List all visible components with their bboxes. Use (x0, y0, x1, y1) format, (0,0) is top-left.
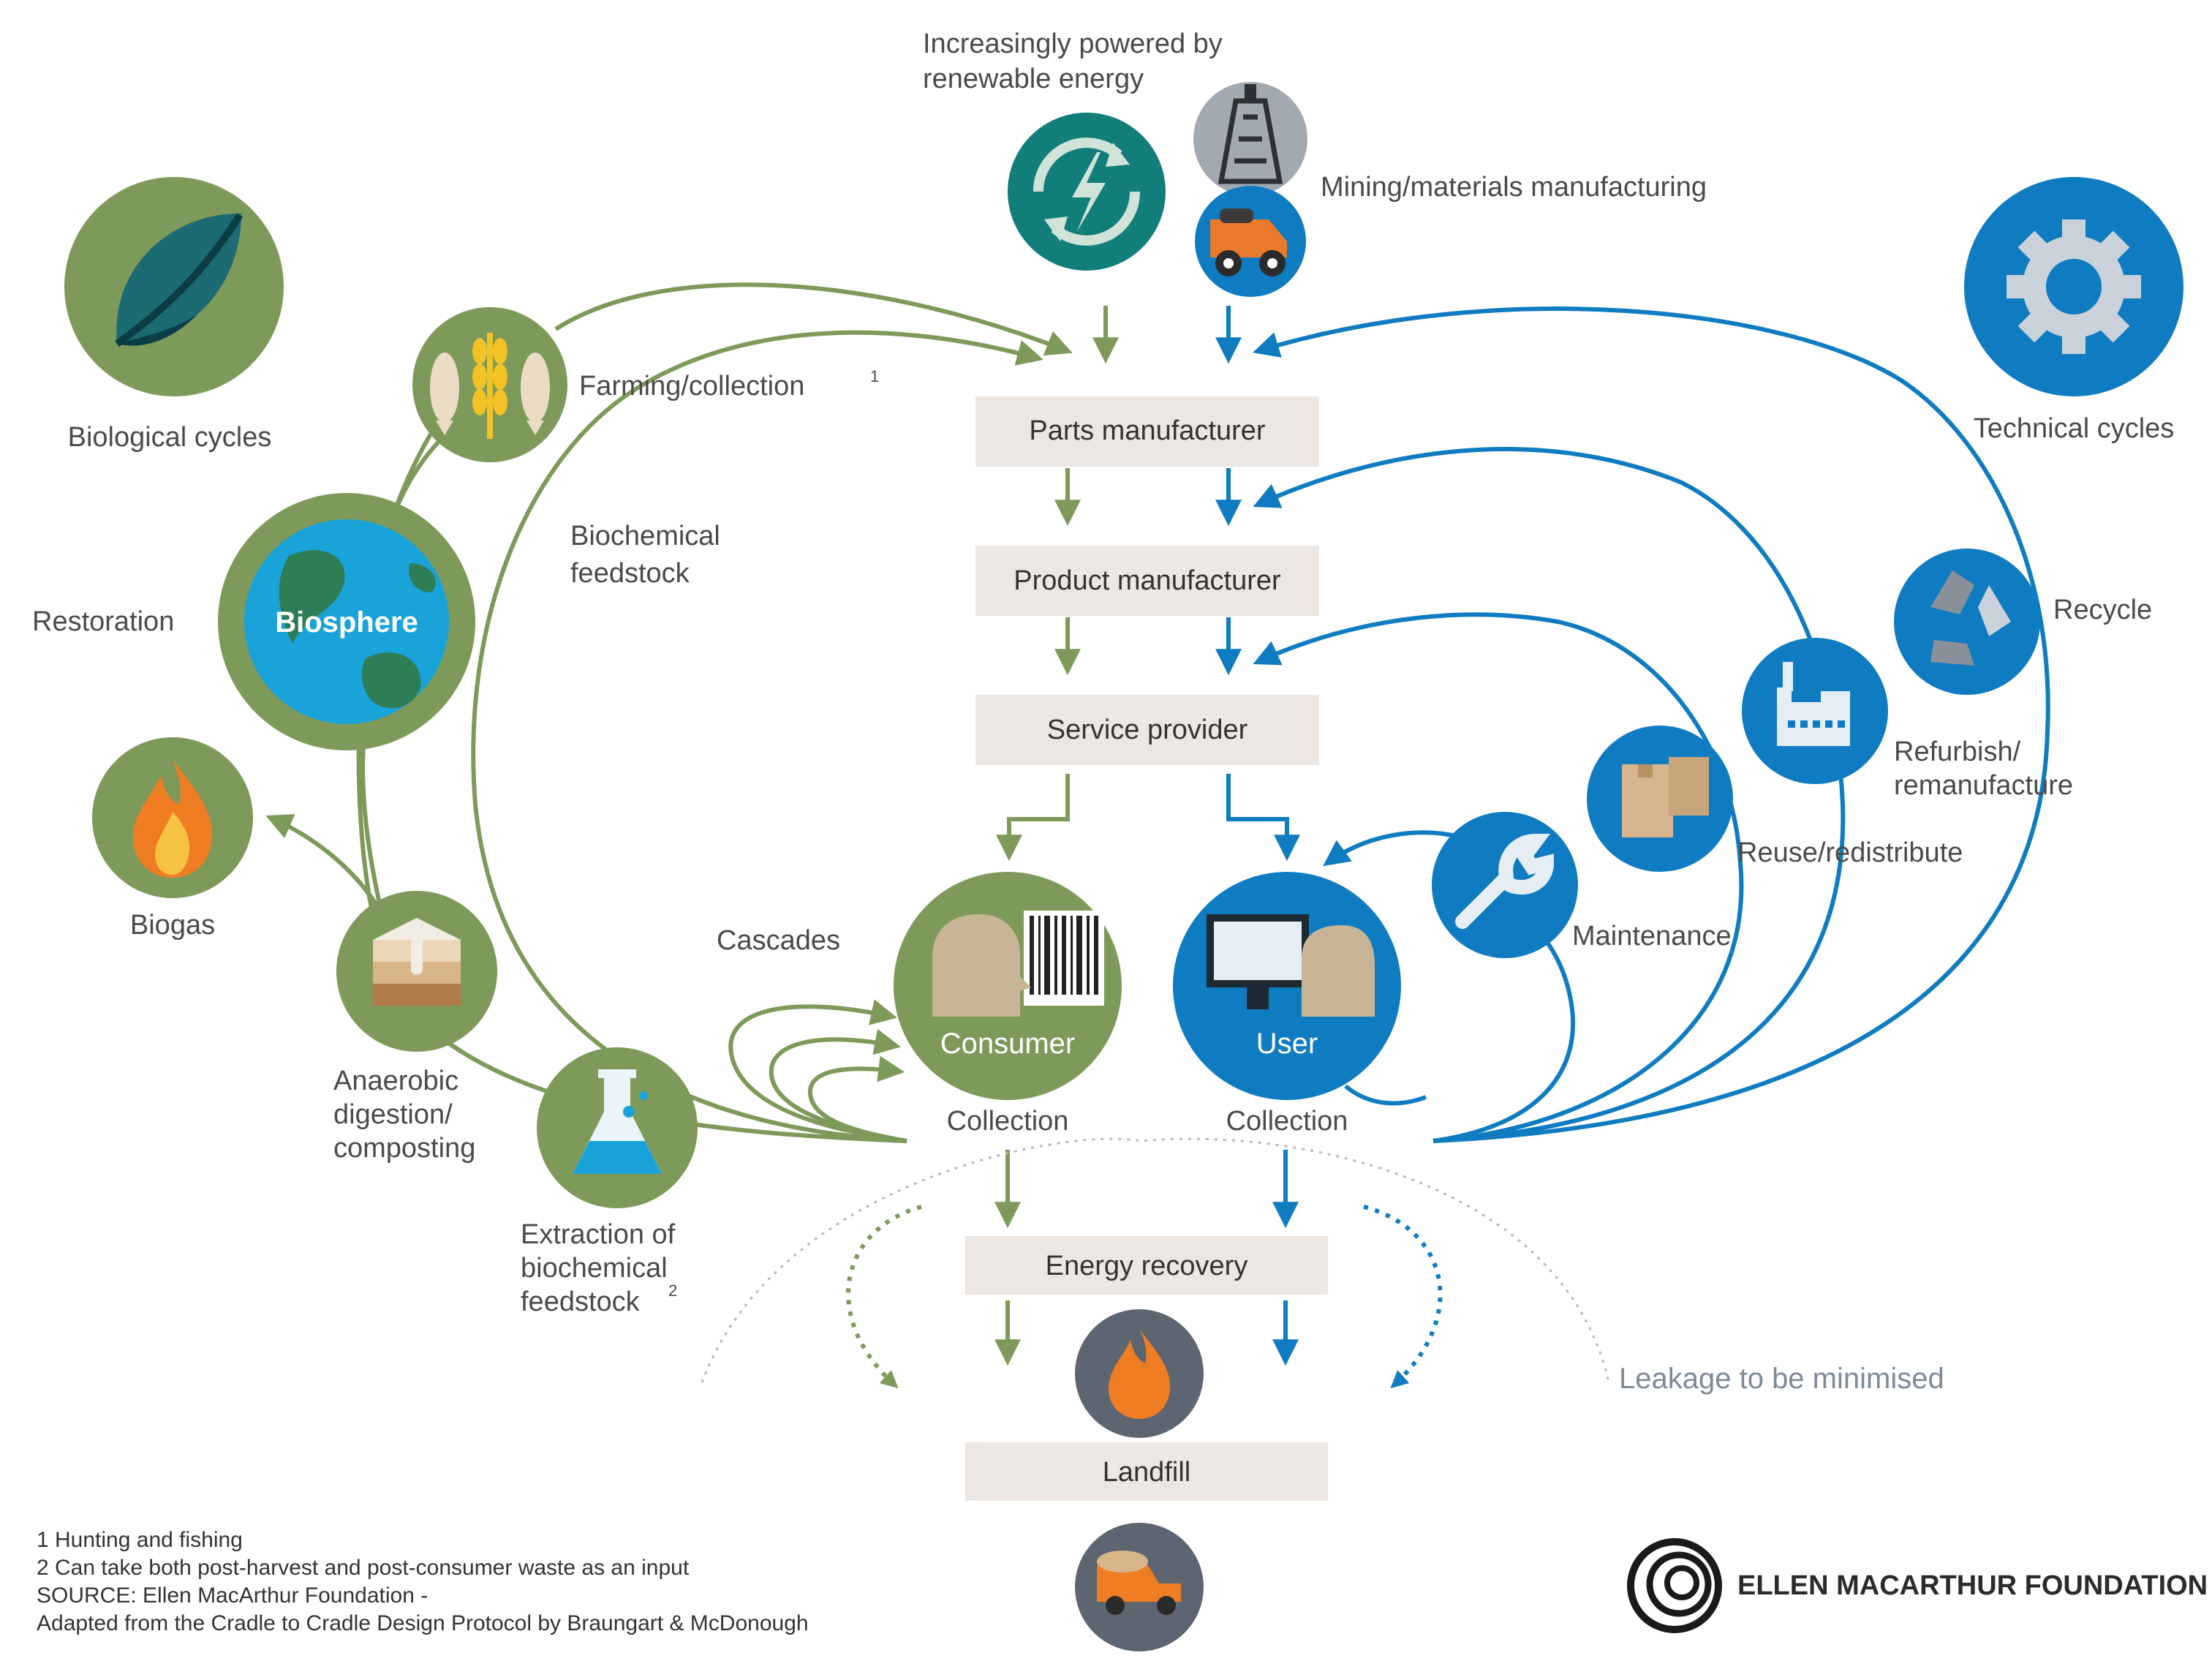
biosphere-label: Biosphere (275, 606, 418, 639)
compost-icon (336, 891, 497, 1052)
biochemical-line1: Biochemical (570, 521, 720, 551)
footnote-adapted: Adapted from the Cradle to Cradle Design… (37, 1611, 809, 1635)
renewable-energy-icon (1008, 113, 1166, 271)
renewable-line2: renewable energy (923, 64, 1144, 94)
dump-truck-icon (1075, 1523, 1204, 1651)
footnote-source: SOURCE: Ellen MacArthur Foundation - (37, 1583, 428, 1608)
emf-logo-text: ELLEN MACARTHUR FOUNDATION (1737, 1570, 2208, 1601)
mining-label: Mining/materials manufacturing (1321, 172, 1707, 203)
restoration-label: Restoration (32, 606, 174, 637)
recycle-icon (1894, 549, 2040, 695)
extraction-line3: feedstock (521, 1287, 641, 1317)
leakage-label: Leakage to be minimised (1619, 1363, 1944, 1395)
technical-cycles-label: Technical cycles (1974, 413, 2175, 444)
flask-icon (537, 1047, 698, 1208)
footnote-2: 2 Can take both post-harvest and post-co… (37, 1556, 690, 1580)
energy-recovery-label: Energy recovery (1046, 1251, 1248, 1281)
consumer-label: Consumer (940, 1028, 1076, 1060)
globe-icon (218, 493, 475, 750)
emf-logo-icon (1627, 1538, 1722, 1633)
extraction-line1: Extraction of (521, 1219, 676, 1250)
product-manufacturer-label: Product manufacturer (1013, 565, 1281, 596)
landfill-box: Landfill (965, 1442, 1328, 1501)
computer-user-icon (1173, 872, 1401, 1100)
extraction-footnote-mark: 2 (668, 1281, 677, 1300)
biogas-label: Biogas (130, 910, 215, 941)
anaerobic-line1: Anaerobic (333, 1066, 458, 1096)
maintenance-label: Maintenance (1572, 921, 1732, 952)
service-provider-box: Service provider (975, 695, 1319, 765)
leaf-icon (64, 177, 284, 396)
biological-cycles-label: Biological cycles (68, 422, 272, 453)
wrench-icon (1432, 812, 1578, 958)
gear-icon (1964, 177, 2183, 396)
renewable-line1: Increasingly powered by (923, 29, 1223, 59)
boxes-icon (1587, 726, 1733, 872)
footnote-1: 1 Hunting and fishing (37, 1528, 243, 1552)
recycle-label: Recycle (2053, 595, 2152, 625)
leakage-lines (701, 1137, 1610, 1389)
user-collection-label: Collection (1226, 1106, 1348, 1137)
parts-manufacturer-box: Parts manufacturer (975, 396, 1319, 467)
mining-truck-icon (1195, 186, 1306, 297)
anaerobic-line2: digestion/ (333, 1099, 453, 1130)
biochemical-line2: feedstock (570, 558, 690, 589)
user-label: User (1256, 1028, 1318, 1060)
farming-footnote-mark: 1 (870, 367, 879, 385)
energy-recovery-box: Energy recovery (965, 1236, 1328, 1295)
parts-manufacturer-label: Parts manufacturer (1029, 415, 1265, 446)
service-provider-label: Service provider (1047, 715, 1248, 745)
cascades-label: Cascades (717, 925, 840, 956)
product-manufacturer-box: Product manufacturer (975, 546, 1319, 616)
consumer-collection-label: Collection (947, 1106, 1069, 1137)
refurbish-line2: remanufacture (1894, 770, 2073, 801)
center-arrows (994, 306, 1300, 1366)
flame-icon (92, 737, 253, 898)
refurbish-line1: Refurbish/ (1894, 737, 2021, 767)
reuse-label: Reuse/redistribute (1737, 837, 1963, 868)
barcode-icon (894, 872, 1122, 1100)
energy-flame-icon (1075, 1309, 1204, 1438)
factory-icon (1742, 638, 1888, 784)
anaerobic-line3: composting (333, 1133, 475, 1164)
landfill-label: Landfill (1103, 1457, 1190, 1488)
extraction-line2: biochemical (521, 1253, 668, 1284)
oil-rig-icon (1193, 82, 1307, 196)
fish-wheat-icon (412, 307, 567, 462)
farming-label: Farming/collection (579, 371, 804, 402)
